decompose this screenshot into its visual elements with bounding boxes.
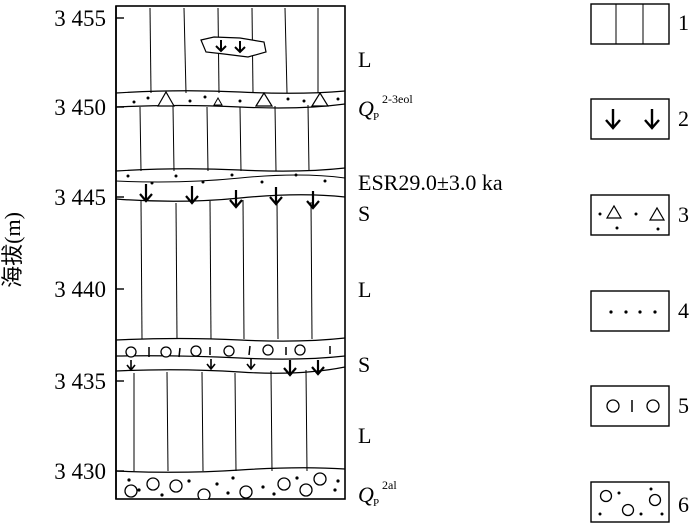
label-middle-l: L <box>358 277 371 302</box>
label-q-eol: Q <box>358 96 374 121</box>
y-tick-label-3455: 3 455 <box>54 6 106 31</box>
middle-loess-lines <box>140 199 313 340</box>
y-tick-label-3435: 3 435 <box>54 369 106 394</box>
legend-number-4: 4 <box>678 298 689 323</box>
label-q-al-sub: P <box>373 497 379 509</box>
legend-item-6: 6 <box>590 481 689 523</box>
column-labels: L Q P 2-3eol ESR29.0±3.0 ka S L S L Q P … <box>358 47 503 509</box>
label-upper-l: L <box>358 47 371 72</box>
legend-item-1: 1 <box>590 3 689 45</box>
alluvial-gravel-layer <box>116 467 345 499</box>
legend-item-4: 4 <box>590 290 689 332</box>
aeolian-layer <box>116 90 345 109</box>
y-tick-label-3450: 3 450 <box>54 95 106 120</box>
label-lower-l: L <box>358 423 371 448</box>
arrow-lens <box>200 36 267 58</box>
label-upper-s: S <box>358 201 370 226</box>
label-q-al-sup: 2al <box>382 478 397 492</box>
lower-palaeosol <box>116 359 345 377</box>
legend-item-3: 3 <box>590 194 689 236</box>
label-esr-age: ESR29.0±3.0 ka <box>358 170 503 195</box>
lower-loess-lines <box>133 369 308 472</box>
legend-number-2: 2 <box>678 106 689 131</box>
y-axis-title: 海拔(m) <box>0 212 25 288</box>
legend-number-6: 6 <box>678 492 689 517</box>
column-border <box>115 5 346 500</box>
label-q-eol-sup: 2-3eol <box>382 92 413 106</box>
legend-number-3: 3 <box>678 202 689 227</box>
upper-loess-lines <box>149 7 319 94</box>
y-axis: 3 455 3 450 3 445 3 440 3 435 3 430 海拔(m… <box>0 6 124 499</box>
legend-item-5: 5 <box>590 385 689 427</box>
y-tick-label-3440: 3 440 <box>54 277 106 302</box>
legend-item-2: 2 <box>590 98 689 140</box>
label-q-al: Q <box>358 482 374 507</box>
y-tick-label-3430: 3 430 <box>54 459 106 484</box>
label-lower-s: S <box>358 352 370 377</box>
legend-number-1: 1 <box>678 10 689 35</box>
legend: 1 2 3 4 <box>590 3 689 523</box>
gravel-silt-layer <box>116 337 345 360</box>
label-q-eol-sub: P <box>373 111 379 123</box>
legend-number-5: 5 <box>678 393 689 418</box>
mid-upper-loess-lines <box>139 104 310 172</box>
stratigraphic-column <box>115 5 346 500</box>
y-tick-label-3445: 3 445 <box>54 185 106 210</box>
upper-palaeosol <box>116 167 345 210</box>
